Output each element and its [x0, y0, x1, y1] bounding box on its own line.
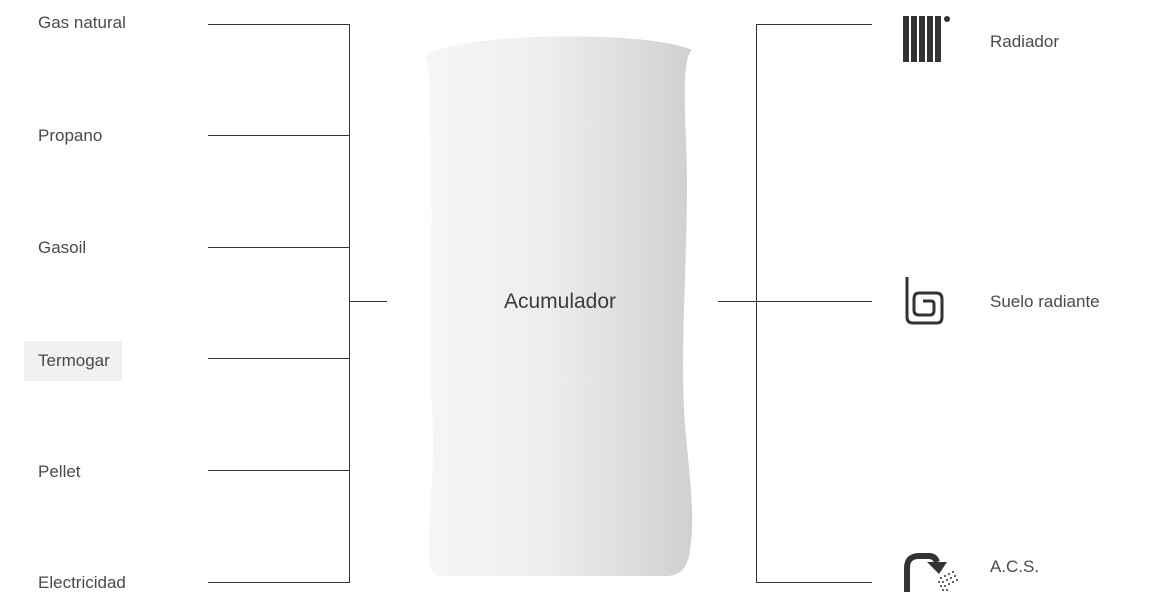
source-termogar[interactable]: Termogar — [24, 341, 122, 381]
right-bus-line — [756, 24, 757, 583]
source-gasoil[interactable]: Gasoil — [38, 238, 87, 257]
connector-pellet — [208, 470, 350, 471]
tank-to-right-line — [718, 301, 872, 302]
connector-propano — [208, 135, 350, 136]
output-radiador[interactable]: Radiador — [990, 32, 1059, 51]
left-bus-line — [349, 24, 350, 583]
tank-label: Acumulador — [503, 290, 617, 313]
connector-radiador — [756, 24, 872, 25]
source-propano[interactable]: Propano — [38, 126, 103, 145]
source-electricidad[interactable]: Electricidad — [38, 573, 126, 592]
connector-electricidad — [208, 582, 350, 583]
tank-shape — [424, 36, 693, 576]
source-gas-natural[interactable]: Gas natural — [38, 13, 126, 32]
shower-icon — [903, 552, 959, 597]
connector-termogar — [208, 358, 350, 359]
connector-gasoil — [208, 247, 350, 248]
left-to-tank-line — [349, 301, 387, 302]
source-pellet[interactable]: Pellet — [38, 462, 81, 481]
output-acs[interactable]: A.C.S. — [990, 557, 1040, 576]
underfloor-heating-icon — [904, 277, 944, 330]
radiator-icon — [903, 16, 953, 69]
connector-acs — [756, 582, 872, 583]
output-suelo-radiante[interactable]: Suelo radiante — [990, 292, 1100, 311]
connector-gas-natural — [208, 24, 350, 25]
